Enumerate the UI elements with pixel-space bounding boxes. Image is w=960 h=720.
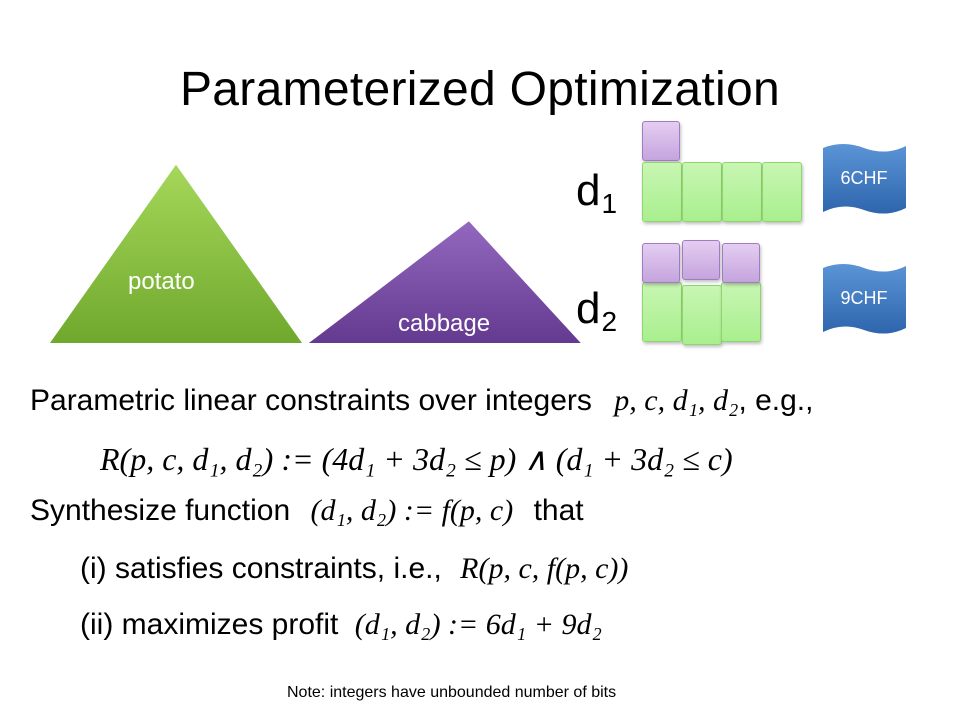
- line-maximizes: (ii) maximizes profit (d₁, d₂) := 6d₁ + …: [80, 608, 602, 642]
- d1-potato-unit: [762, 162, 802, 222]
- d2-base: d: [576, 284, 601, 333]
- line4-text: satisfies constraints, i.e.,: [115, 552, 442, 585]
- d1-base: d: [576, 166, 601, 215]
- d2-label: d2: [576, 284, 617, 338]
- d1-cabbage-unit: [642, 121, 680, 161]
- line1-math: p, c, d₁, d₂: [614, 384, 739, 417]
- d1-potato-unit: [722, 162, 762, 222]
- line5-text: maximizes profit: [121, 608, 339, 641]
- price-6chf: 6CHF: [840, 168, 888, 188]
- line-satisfies: (i) satisfies constraints, i.e., R(p, c,…: [80, 552, 628, 586]
- line-synthesize: Synthesize function (d₁, d₂) := f(p, c) …: [30, 494, 584, 528]
- d2-potato-unit: [721, 282, 761, 342]
- price-banner-6chf: [823, 144, 906, 214]
- constraint-formula: R(p, c, d₁, d₂) := (4d₁ + 3d₂ ≤ p) ∧ (d₁…: [100, 441, 733, 477]
- d2-sub: 2: [601, 306, 618, 337]
- line1-text: Parametric linear constraints over integ…: [30, 384, 592, 417]
- cabbage-label: cabbage: [398, 310, 491, 337]
- line-constraints: Parametric linear constraints over integ…: [30, 384, 813, 418]
- d2-cabbage-unit: [722, 243, 760, 283]
- line3-text: Synthesize function: [30, 494, 291, 527]
- price-banner-9chf: [823, 264, 906, 334]
- line4-label: (i): [80, 552, 107, 585]
- line4-math: R(p, c, f(p, c)): [460, 552, 629, 585]
- footnote: Note: integers have unbounded number of …: [287, 684, 617, 701]
- line3-tail: that: [533, 494, 584, 527]
- d1-potato-unit: [682, 162, 722, 222]
- potato-triangle: [46, 161, 306, 345]
- d1-sub: 1: [601, 188, 618, 219]
- line5-label: (ii): [80, 608, 114, 641]
- d1-label: d1: [576, 166, 617, 220]
- d1-potato-unit: [642, 162, 682, 222]
- diagram-shapes: [46, 144, 906, 345]
- line1-tail: , e.g.,: [738, 384, 814, 417]
- d2-potato-unit: [682, 285, 722, 345]
- d2-cabbage-unit: [642, 243, 680, 283]
- line5-math: (d₁, d₂) := 6d₁ + 9d₂: [354, 608, 602, 641]
- d2-potato-unit: [642, 282, 682, 342]
- cabbage-triangle: [303, 218, 586, 345]
- potato-label: potato: [128, 268, 195, 295]
- d2-cabbage-unit: [682, 240, 720, 280]
- line3-math: (d₁, d₂) := f(p, c): [310, 494, 514, 527]
- slide-title: Parameterized Optimization: [179, 63, 781, 116]
- price-9chf: 9CHF: [840, 288, 888, 308]
